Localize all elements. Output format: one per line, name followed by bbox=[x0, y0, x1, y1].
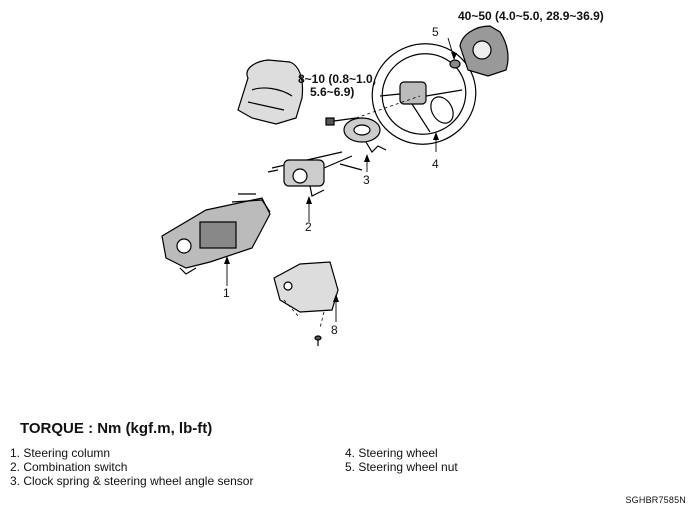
callout-3: 3 bbox=[363, 173, 370, 187]
bolt bbox=[325, 117, 357, 126]
legend-item-combination-switch: 2. Combination switch bbox=[10, 460, 128, 474]
lower-shroud bbox=[273, 261, 339, 329]
wheel-nut-torque-spec: 40~50 (4.0~5.0, 28.9~36.9) bbox=[458, 9, 604, 23]
upper-shroud bbox=[237, 59, 304, 125]
callout-1: 1 bbox=[223, 286, 230, 300]
legend-right: 4. Steering wheel 5. Steering wheel nut bbox=[345, 446, 458, 474]
clock-spring bbox=[343, 117, 387, 153]
callout-5: 5 bbox=[432, 25, 439, 39]
steering-wheel-nut bbox=[449, 59, 461, 69]
bolt-torque-spec-line1: 8~10 (0.8~1.0, bbox=[298, 72, 377, 86]
torque-heading: TORQUE : Nm (kgf.m, lb-ft) bbox=[20, 420, 213, 437]
steering-column bbox=[161, 193, 271, 275]
figure-code: SGHBR7585N bbox=[625, 495, 686, 505]
leader-arrowheads bbox=[224, 52, 457, 302]
legend-left: 1. Steering column 2. Combination switch… bbox=[10, 446, 253, 488]
callout-8: 8 bbox=[331, 323, 338, 337]
combination-switch bbox=[267, 151, 363, 197]
legend-item-steering-column: 1. Steering column bbox=[10, 446, 111, 460]
legend-item-steering-wheel-nut: 5. Steering wheel nut bbox=[345, 460, 458, 474]
callout-4: 4 bbox=[432, 157, 439, 171]
bolt-torque-spec-line2: 5.6~6.9) bbox=[310, 85, 355, 99]
screw bbox=[314, 335, 322, 346]
legend-item-clock-spring: 3. Clock spring & steering wheel angle s… bbox=[10, 474, 254, 488]
callout-2: 2 bbox=[305, 220, 312, 234]
steering-wheel bbox=[371, 43, 477, 145]
exploded-view-diagram bbox=[161, 25, 509, 346]
legend-item-steering-wheel: 4. Steering wheel bbox=[345, 446, 438, 460]
airbag-module bbox=[459, 25, 509, 77]
